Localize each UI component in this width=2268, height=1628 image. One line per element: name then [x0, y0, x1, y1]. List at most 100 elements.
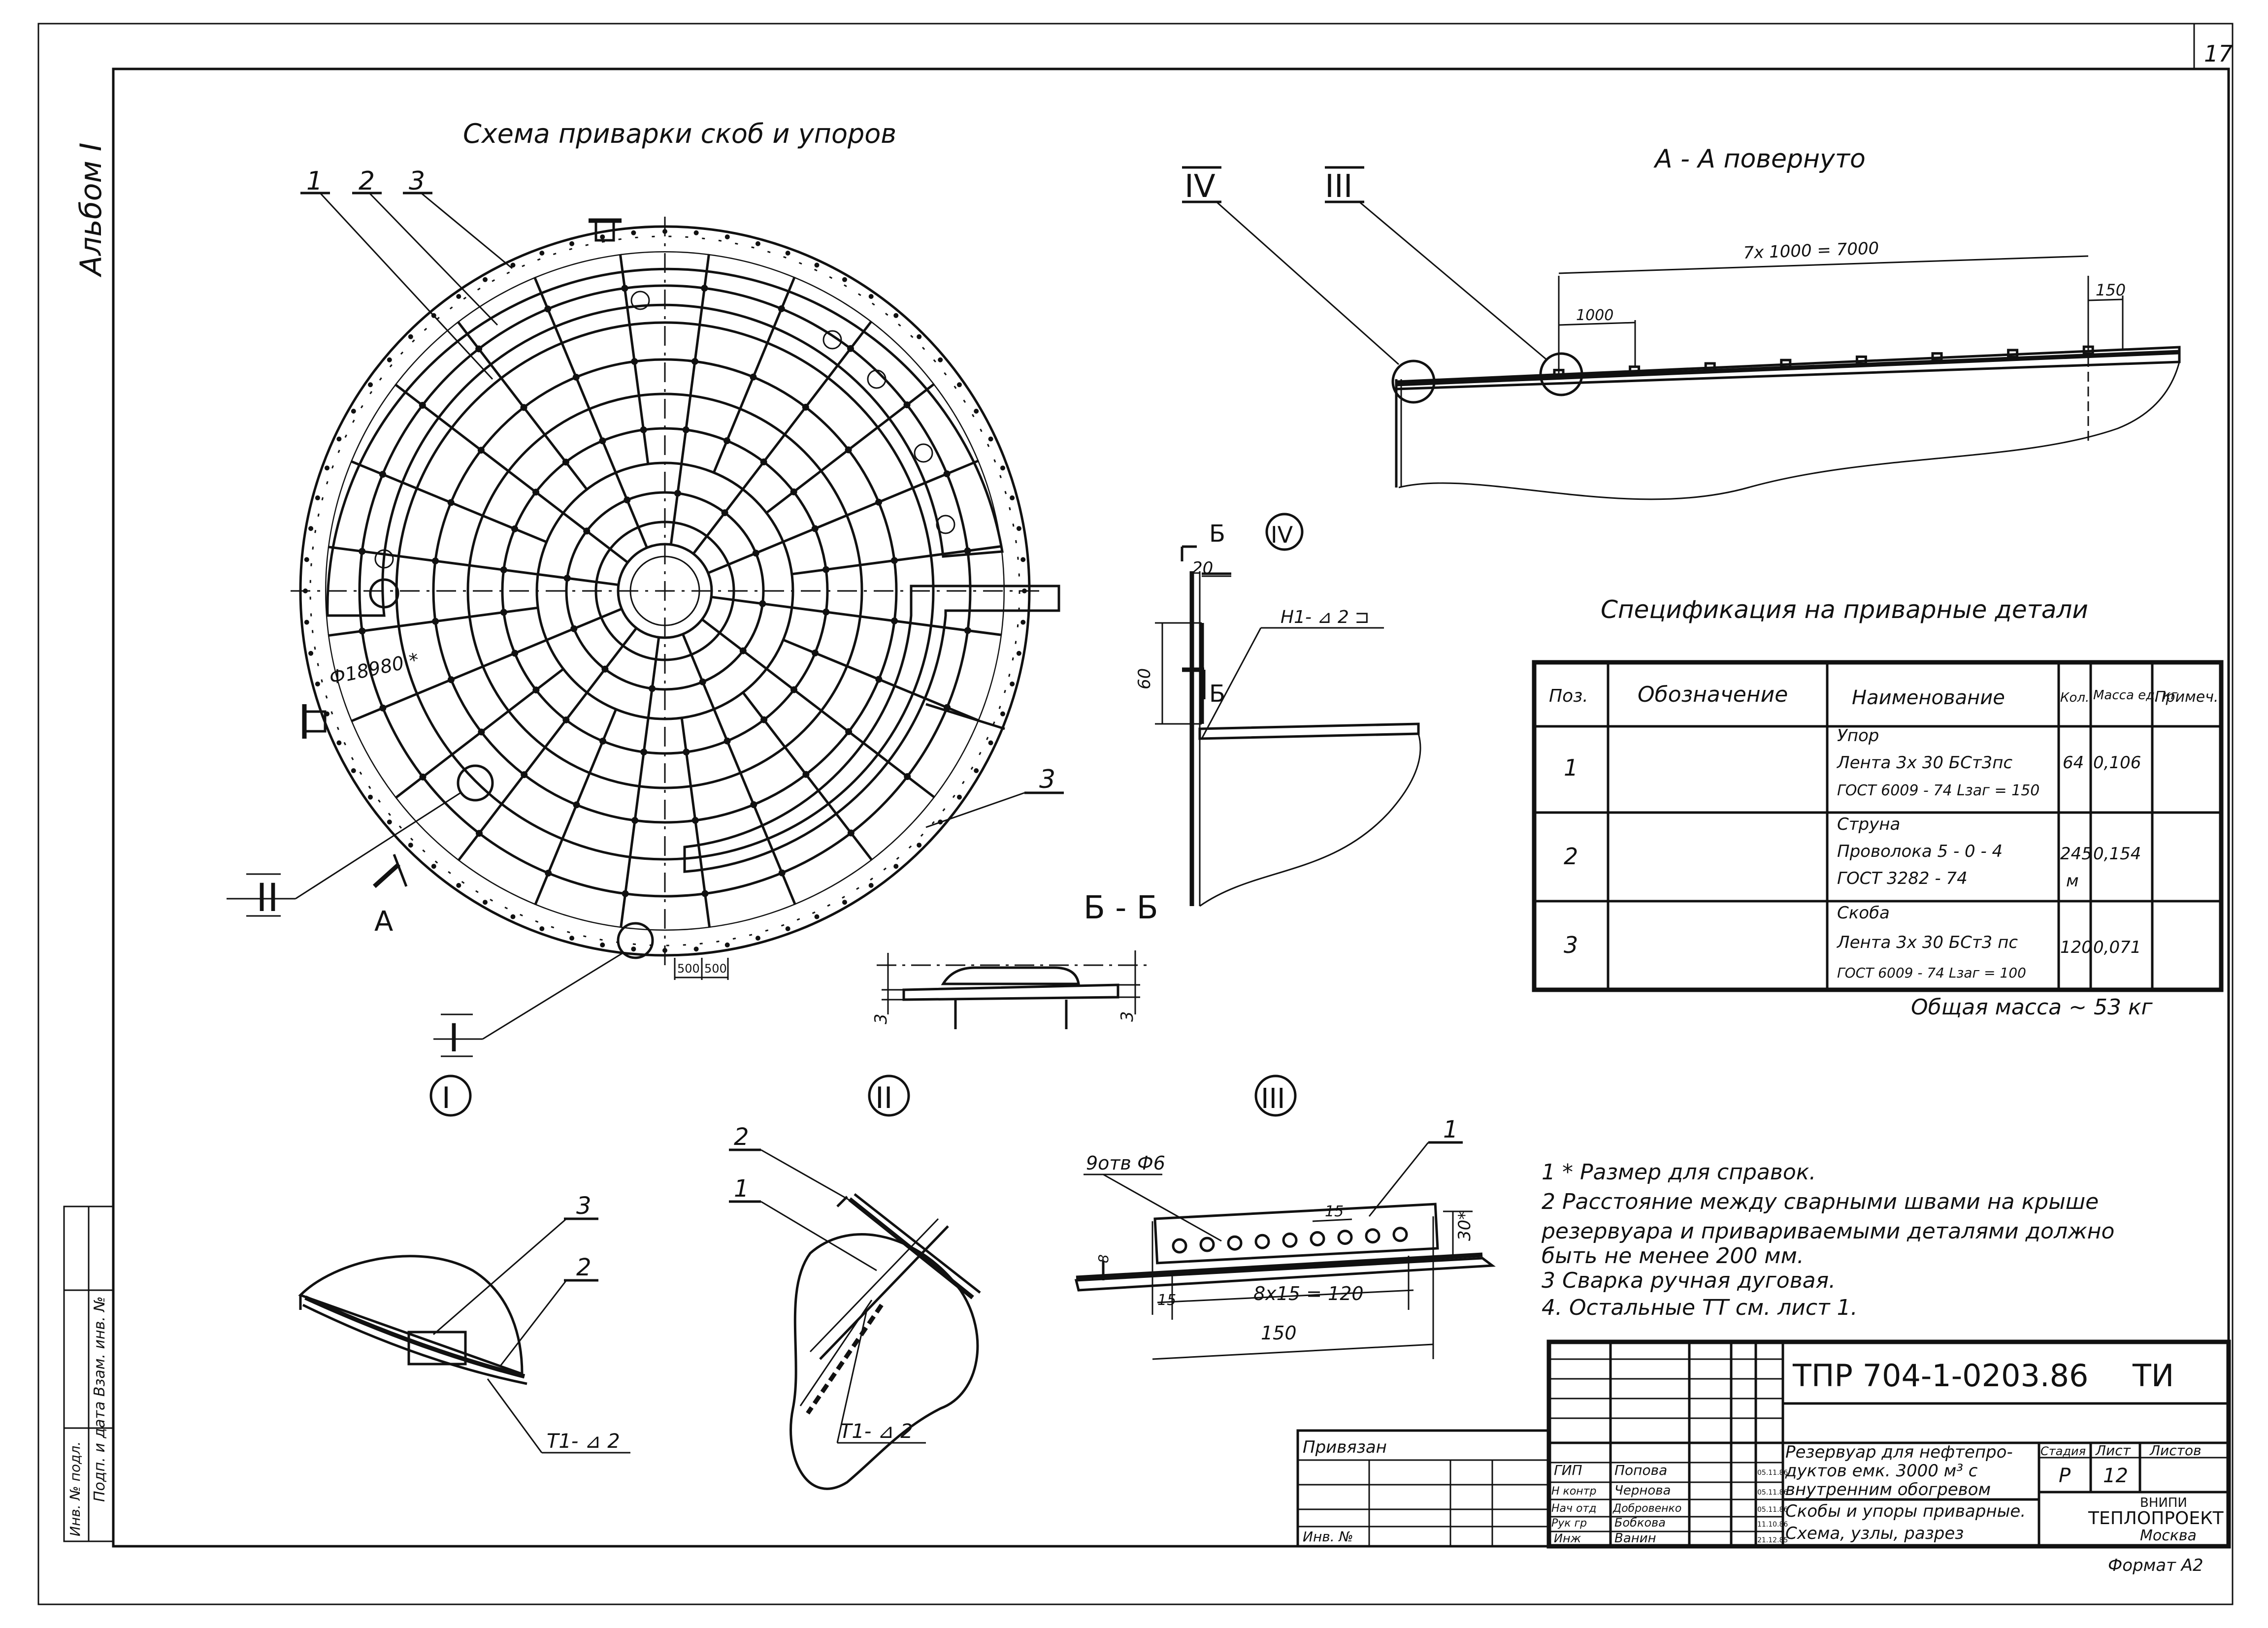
roof-rib — [533, 276, 648, 549]
tank-plan — [291, 217, 1060, 965]
stop-dot — [674, 489, 681, 497]
stop-dot — [682, 426, 690, 433]
role: Инж — [1554, 1531, 1581, 1545]
shell-bracket — [974, 409, 979, 414]
title-doc: ТИ — [2132, 1358, 2174, 1394]
shell-bracket — [569, 936, 575, 941]
stop-dot — [802, 771, 810, 778]
roof-ring — [432, 358, 898, 824]
shell-bracket — [483, 900, 488, 905]
stop-dot — [903, 401, 911, 409]
stop-dot — [622, 890, 629, 897]
spec-row-pos: 3 — [1564, 932, 1578, 958]
shell-bracket — [1020, 619, 1026, 625]
shell-bracket — [1010, 681, 1015, 686]
stop-dot — [790, 686, 797, 693]
shell-bracket — [785, 251, 790, 256]
section-bb-dim-left: 3 — [871, 1013, 891, 1024]
roof-rib — [707, 459, 980, 574]
shell-bracket — [351, 768, 356, 773]
shell-bracket — [351, 409, 356, 414]
spec-row-qty-unit: м — [2066, 871, 2079, 891]
sheet-no-value: 12 — [2103, 1465, 2128, 1487]
detail-III-circle — [1254, 1074, 1297, 1117]
spec-header-designation: Обозначение — [1638, 682, 1788, 707]
hole — [1199, 1237, 1215, 1252]
stop-dot — [691, 816, 699, 824]
stop-dot — [875, 676, 883, 683]
shell-bracket — [569, 241, 575, 246]
name: Попова — [1614, 1462, 1667, 1478]
section-aa-title: А - А повернуто — [1653, 144, 1866, 174]
hole — [1392, 1227, 1408, 1242]
hole — [1282, 1232, 1298, 1248]
shell-bracket — [539, 926, 545, 931]
detail-III-drawing — [1074, 1203, 1496, 1360]
shell-bracket — [868, 882, 874, 888]
stop-dot — [570, 625, 578, 632]
album-label: Альбом I — [74, 143, 108, 278]
shell-bracket — [539, 251, 545, 256]
object-line: Резервуар для нефтепро- — [1785, 1442, 2013, 1462]
shell-bracket — [408, 843, 413, 848]
callout-3: 3 — [409, 166, 425, 196]
stop-dot — [419, 402, 426, 409]
detail-II-weld: Т1- ⊿ 2 — [840, 1420, 913, 1443]
shell-bracket — [387, 357, 392, 362]
stop-dot — [419, 773, 427, 781]
shell-bracket — [368, 794, 373, 800]
stop-dot — [521, 771, 528, 779]
date: 05.11.86 — [1757, 1506, 1788, 1514]
hole — [1365, 1228, 1381, 1244]
stop-dot — [750, 801, 757, 809]
aa-stop — [2007, 349, 2019, 358]
spec-row-qty: 245 — [2060, 844, 2092, 864]
spec-row-qty: 64 — [2063, 753, 2084, 773]
side-stamp: Подп. и дата Взам. инв. № Инв. № подл. — [63, 1205, 114, 1542]
section-bb-dim-right: 3 — [1118, 1011, 1137, 1022]
date: 05.11.86 — [1757, 1469, 1788, 1477]
detail-I-callout-3: 3 — [576, 1192, 592, 1220]
stage-header: Стадия — [2040, 1444, 2086, 1458]
spec-total: Общая масса ~ 53 кг — [1911, 995, 2153, 1020]
hole — [1172, 1238, 1187, 1254]
stop-dot — [778, 305, 785, 312]
shell-bracket — [387, 819, 392, 825]
shell-bracket — [1000, 711, 1005, 716]
stop-dot — [379, 704, 387, 712]
side-stamp-inv: Инв. № подл. — [67, 1441, 83, 1536]
stop-dot — [624, 496, 631, 504]
section-a-arrow — [372, 862, 401, 888]
detail-III-holes: 9отв Ф6 — [1086, 1152, 1165, 1174]
shell-bracket — [456, 294, 461, 299]
hole — [1310, 1231, 1325, 1246]
spec-header-name: Наименование — [1852, 686, 2005, 709]
stop-dot — [447, 499, 455, 506]
dim-500-a: 500 — [677, 962, 700, 976]
aa-stop — [1931, 352, 1943, 362]
section-aa-dim-step: 1000 — [1576, 307, 1613, 324]
shell-bracket — [693, 230, 699, 235]
stop-dot — [760, 716, 768, 723]
node-IV-cut-bottom: Б — [1209, 680, 1225, 708]
org-3: Москва — [2140, 1527, 2197, 1544]
spec-row-name: ГОСТ 3282 - 74 — [1837, 869, 1968, 888]
date: 05.11.86 — [1757, 1489, 1788, 1497]
stop-dot — [545, 870, 552, 877]
stop-dot — [583, 527, 591, 535]
stop-dot — [943, 470, 951, 478]
roof-rib — [682, 633, 796, 906]
node-III-leader-label: III — [1325, 168, 1353, 205]
stop-dot — [760, 458, 767, 466]
shell-bracket — [304, 619, 309, 625]
role: Нач отд — [1551, 1502, 1597, 1515]
stop-dot — [890, 557, 898, 564]
stop-dot — [475, 345, 483, 353]
detail-II-label: II — [875, 1081, 892, 1115]
shell-bracket — [456, 882, 461, 888]
aa-stop — [1855, 355, 1867, 365]
stop-dot — [621, 285, 628, 292]
shell-bracket — [336, 740, 342, 746]
roof-ring — [565, 491, 765, 691]
detail-II-callout-1: 1 — [734, 1175, 749, 1203]
